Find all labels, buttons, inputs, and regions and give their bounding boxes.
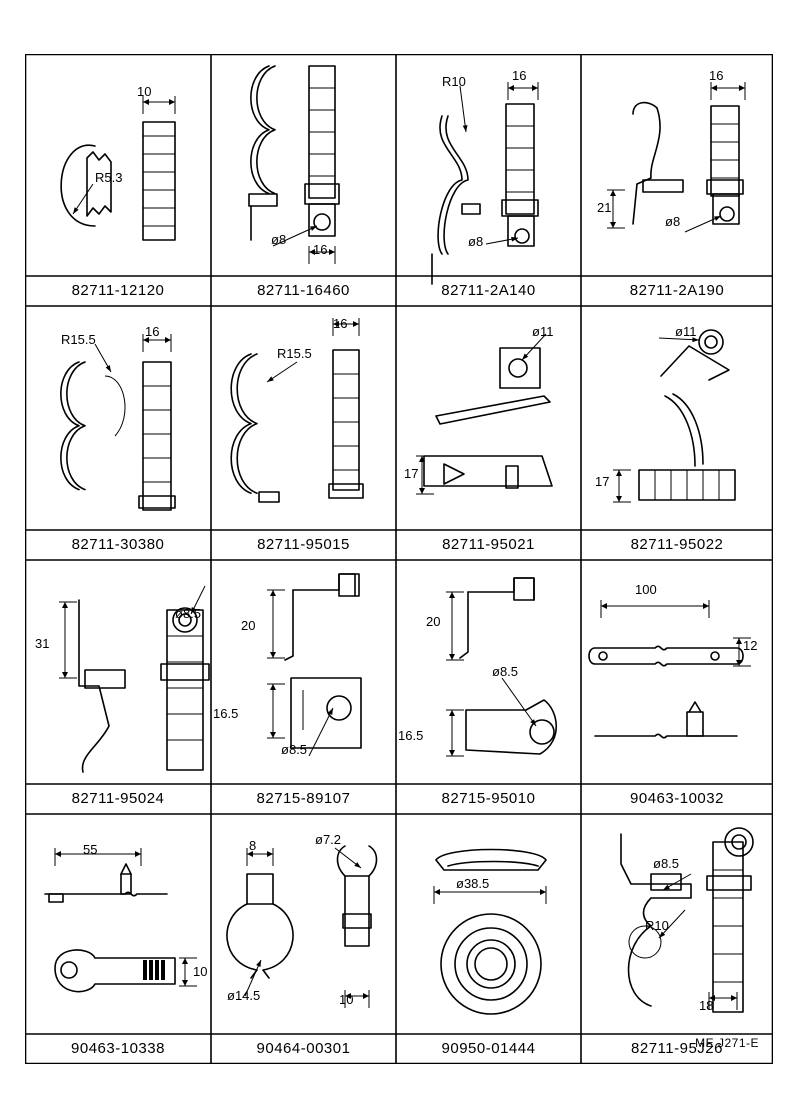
part-cell: 20 ø8.5 16.5 82715-95010: [396, 560, 581, 814]
dimension-label: ø11: [675, 324, 697, 339]
part-illustration: [446, 577, 557, 757]
part-number-label: 82711-95J26: [631, 1040, 723, 1057]
part-illustration: [433, 848, 547, 1015]
part-number-label: 90464-00301: [256, 1040, 351, 1057]
part-number-label: 82715-89107: [256, 790, 351, 807]
part-cell: 100 12 90463-10032: [581, 560, 773, 814]
dimension-label: 20: [241, 618, 256, 633]
dimension-label: 55: [83, 842, 98, 857]
dimension-label: 21: [597, 200, 612, 215]
dimension-label: ø11: [532, 324, 554, 339]
part-illustration: [431, 82, 539, 285]
part-number-label: 82715-95010: [441, 790, 536, 807]
part-number-label: 82711-95015: [257, 536, 350, 553]
part-number-label: 82711-12120: [71, 282, 165, 299]
dimension-label: R10: [645, 918, 669, 933]
part-number-label: 90950-01444: [441, 1040, 536, 1057]
part-number-label: 90463-10338: [71, 1040, 165, 1057]
part-number-label: 90463-10032: [630, 790, 724, 807]
part-illustration: [607, 82, 746, 233]
dimension-label: ø38.5: [456, 876, 490, 891]
part-number-label: 82711-30380: [71, 536, 165, 553]
part-number-label: 82711-2A140: [441, 282, 536, 299]
part-illustration: [416, 333, 553, 495]
part-illustration: [620, 827, 754, 1013]
part-cell: 20 16.5 ø8.5 82715-89107: [211, 560, 396, 814]
dimension-label: 10: [193, 964, 208, 979]
part-cell: R15.5 16 82711-95015: [211, 306, 396, 560]
part-cell: 16 21 ø8 82711-2A190: [581, 54, 773, 306]
part-illustration: [60, 334, 176, 511]
part-illustration: [44, 848, 197, 993]
sheet-code: ME J271-E: [695, 1036, 759, 1050]
dimension-label: 20: [426, 614, 441, 629]
dimension-label: ø8: [468, 234, 484, 249]
part-illustration: [230, 318, 364, 503]
dimension-label: R15.5: [277, 346, 312, 361]
dimension-label: ø14.5: [227, 988, 261, 1003]
dimension-label: 10: [339, 992, 354, 1007]
parts-illustrations: [25, 54, 773, 1064]
dimension-label: 100: [635, 582, 657, 597]
part-cell: 8 ø7.2 ø14.5 10 90464-00301: [211, 814, 396, 1064]
dimension-label: 16: [333, 316, 348, 331]
part-cell: ø11 17 82711-95021: [396, 306, 581, 560]
dimension-label: 8: [249, 838, 257, 853]
dimension-label: R5.3: [95, 170, 123, 185]
part-cell: ø8 16 82711-16460: [211, 54, 396, 306]
part-number-label: 82711-16460: [257, 282, 350, 299]
dimension-label: R15.5: [61, 332, 96, 347]
dimension-label: ø8.5: [281, 742, 308, 757]
catalog-grid: [25, 54, 773, 1064]
dimension-label: 18: [699, 998, 714, 1013]
part-cell: ø38.5 90950-01444: [396, 814, 581, 1064]
dimension-label: ø8: [665, 214, 681, 229]
dimension-label: ø8.5: [492, 664, 519, 679]
dimension-label: 17: [404, 466, 419, 481]
part-illustration: [226, 845, 378, 1008]
part-cell: ø11 17 82711-95022: [581, 306, 773, 560]
part-number-label: 82711-95022: [630, 536, 724, 553]
dimension-label: 16: [145, 324, 160, 339]
dimension-label: 16.5: [213, 706, 239, 721]
dimension-label: 16.5: [398, 728, 424, 743]
dimension-label: 10: [137, 84, 152, 99]
dimension-label: 16: [709, 68, 724, 83]
dimension-label: R10: [442, 74, 466, 89]
part-illustration: [588, 600, 751, 739]
part-cell: R15.5 16 82711-30380: [25, 306, 211, 560]
dimension-label: 16: [512, 68, 527, 83]
part-illustration: [248, 65, 340, 264]
dimension-label: ø7.2: [315, 832, 342, 847]
dimension-label: ø8.5: [175, 606, 202, 621]
dimension-label: 12: [743, 638, 758, 653]
dimension-label: ø8: [271, 232, 287, 247]
part-illustration: [613, 329, 736, 503]
part-cell: 55 10 90463-10338: [25, 814, 211, 1064]
dimension-label: ø8.5: [653, 856, 680, 871]
part-cell: R10 16 ø8 82711-2A140: [396, 54, 581, 306]
part-illustration: [60, 96, 176, 241]
part-number-label: 82711-2A190: [629, 282, 725, 299]
part-cell: ø8.5 31 82711-95024: [25, 560, 211, 814]
part-illustration: [267, 573, 362, 757]
dimension-label: 17: [595, 474, 610, 489]
part-number-label: 82711-95021: [442, 536, 535, 553]
part-illustration: [59, 585, 210, 773]
dimension-label: 31: [35, 636, 50, 651]
part-number-label: 82711-95024: [71, 790, 165, 807]
dimension-label: 16: [313, 242, 328, 257]
